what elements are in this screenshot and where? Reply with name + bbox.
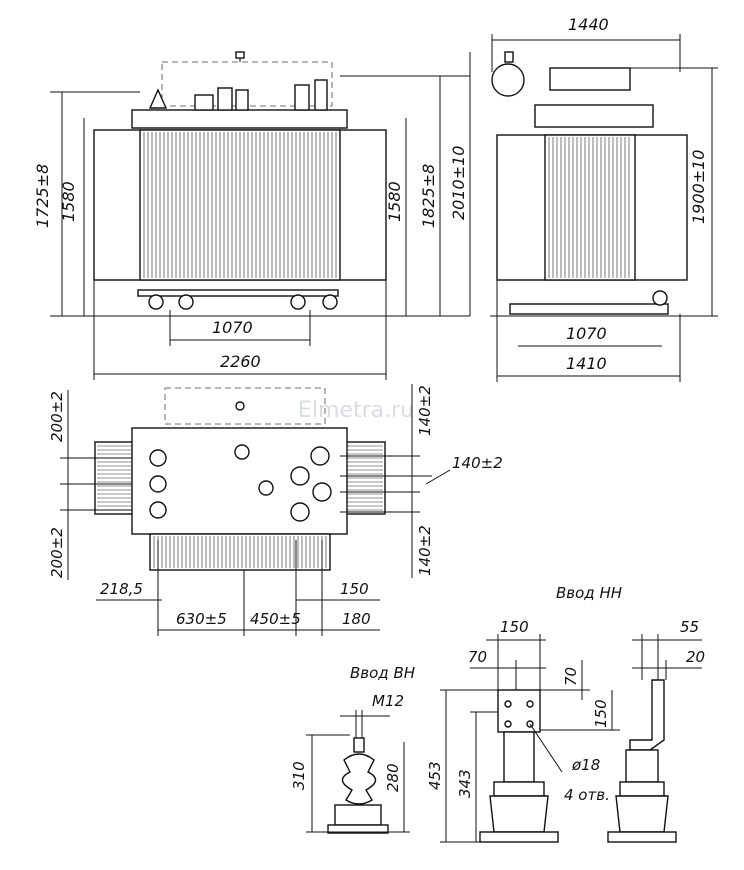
lv-bushing-bar <box>549 67 631 91</box>
hv-bushing-title: Ввод ВН <box>350 664 415 682</box>
conservator-outline <box>161 61 333 107</box>
wheel-icon <box>322 294 338 310</box>
lv-v70-label: 70 <box>562 667 580 686</box>
lv-bushing-icon <box>310 446 330 466</box>
lv-h343-label: 343 <box>456 769 474 798</box>
plan-right-bottom-label: 140±2 <box>416 525 434 576</box>
hv-bushing-detail: Ввод ВН M12 310 280 <box>290 664 415 834</box>
side-base-label: 1410 <box>566 354 607 373</box>
front-height-bushing-label: 1825±8 <box>419 164 438 228</box>
plan-view: 200±2 200±2 140±2 140±2 140±2 218,5 150 … <box>48 384 503 636</box>
plan-450-label: 450±5 <box>250 610 301 628</box>
side-view: 1440 2010±10 1900±10 1070 1410 <box>449 15 718 382</box>
wheel-icon <box>290 294 306 310</box>
lv-hole-dia-label: ø18 <box>571 756 600 774</box>
insulator-icon <box>341 753 377 805</box>
side-base <box>509 303 669 315</box>
hv-thread-label: M12 <box>372 692 404 710</box>
plan-left-bottom-label: 200±2 <box>48 527 66 578</box>
wheel-icon <box>652 290 668 306</box>
side-gauge-label: 1070 <box>566 324 607 343</box>
side-height-right-label: 1900±10 <box>689 150 708 224</box>
front-gauge-label: 1070 <box>212 318 253 337</box>
plan-offset-right-label: 150 <box>340 580 369 598</box>
lv-h453-label: 453 <box>426 761 444 790</box>
plan-left-top-label: 200±2 <box>48 391 66 442</box>
lv-side-55-label: 55 <box>680 618 699 636</box>
hv-height-part-label: 280 <box>384 763 402 792</box>
plan-right-top-label: 140±2 <box>416 385 434 436</box>
front-tank-left-label: 1580 <box>59 181 78 222</box>
plan-right-mid-label: 140±2 <box>452 454 503 472</box>
lv-bushing-icon <box>290 466 310 486</box>
lv-v150-label: 150 <box>592 699 610 728</box>
watermark: Elmetra.ru <box>298 398 414 423</box>
lv-bushing-title: Ввод НН <box>556 584 622 602</box>
hv-height-label: 310 <box>290 761 308 790</box>
conservator-end <box>491 63 525 97</box>
side-height-label: 2010±10 <box>449 146 468 220</box>
side-radiator <box>544 134 636 281</box>
lv-insulator-base <box>489 795 549 833</box>
lv-w70-label: 70 <box>468 648 487 666</box>
lv-holes-label: 4 отв. <box>564 786 610 804</box>
wheel-icon <box>148 294 164 310</box>
front-width-label: 2260 <box>220 352 261 371</box>
front-height-label: 1725±8 <box>33 164 52 228</box>
side-width-top-label: 1440 <box>568 15 609 34</box>
lv-side-profile <box>629 679 665 751</box>
hv-bushing-icon <box>149 475 167 493</box>
lv-bushing-detail: Ввод НН 150 70 70 150 453 343 ø18 4 отв. <box>426 584 705 843</box>
lv-w150-label: 150 <box>500 618 529 636</box>
tank-lid <box>131 109 348 129</box>
lv-bushing-icon <box>312 482 332 502</box>
plan-630-label: 630±5 <box>176 610 227 628</box>
wheel-icon <box>178 294 194 310</box>
front-view: 1070 2260 1725±8 1580 1580 1825±8 <box>33 51 470 380</box>
front-tank-right-label: 1580 <box>385 181 404 222</box>
plan-180-label: 180 <box>342 610 371 628</box>
plan-offset-left-label: 218,5 <box>100 580 143 598</box>
lv-side-20-label: 20 <box>686 648 705 666</box>
hv-bushing-icon <box>149 449 167 467</box>
lv-terminal-plate <box>497 689 541 733</box>
side-lid <box>534 104 654 128</box>
hv-bushing-icon <box>149 501 167 519</box>
lv-bushing-icon <box>290 502 310 522</box>
